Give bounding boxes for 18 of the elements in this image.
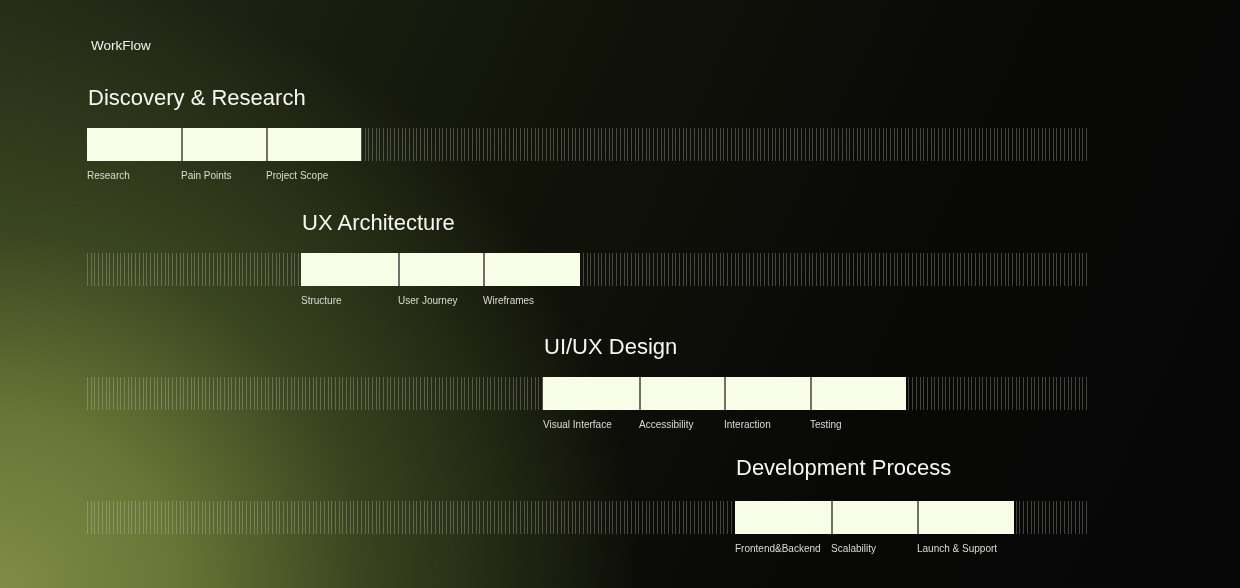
step-label: Research bbox=[87, 170, 130, 182]
phase-heading: Discovery & Research bbox=[88, 85, 306, 111]
step-label: Accessibility bbox=[639, 419, 694, 431]
step-label: Launch & Support bbox=[917, 543, 998, 555]
step-label: Interaction bbox=[724, 419, 771, 431]
step-label: Testing bbox=[810, 419, 842, 431]
step-label: Wireframes bbox=[483, 295, 535, 307]
step-label: Frontend&Backend bbox=[735, 543, 821, 555]
step-label: Visual Interface bbox=[543, 419, 612, 431]
phase-heading: Development Process bbox=[736, 455, 952, 481]
phase-heading: UI/UX Design bbox=[544, 334, 678, 360]
step-label: Project Scope bbox=[266, 170, 329, 182]
step-label: Pain Points bbox=[181, 170, 232, 182]
step-label: Scalability bbox=[831, 543, 877, 555]
page-title: WorkFlow bbox=[91, 38, 151, 54]
step-label: User Journey bbox=[398, 295, 458, 307]
phase-heading: UX Architecture bbox=[302, 210, 455, 236]
step-label: Structure bbox=[301, 295, 342, 307]
